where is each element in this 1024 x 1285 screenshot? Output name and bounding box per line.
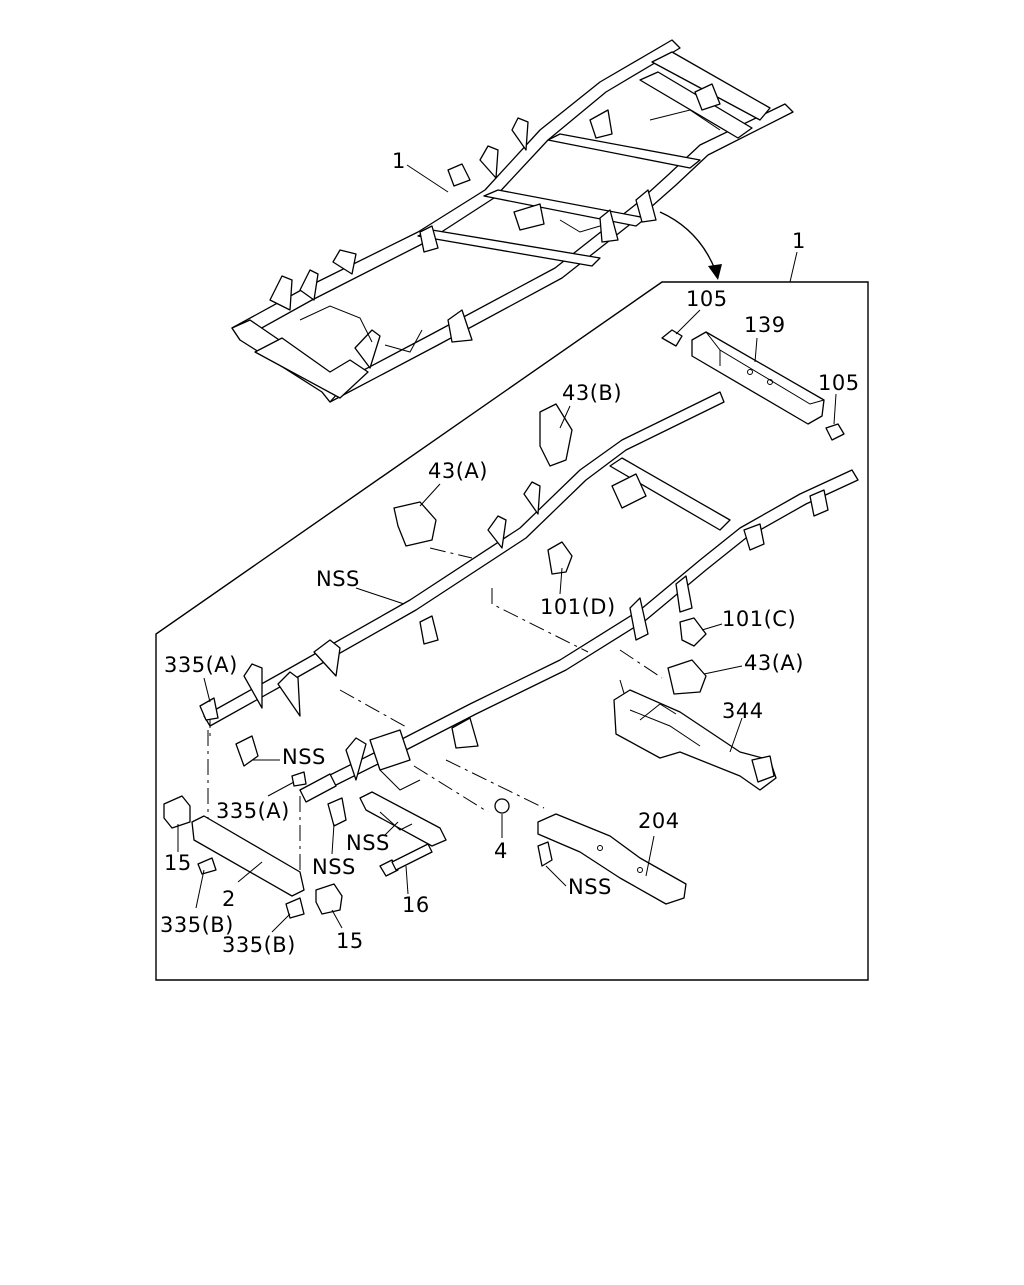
part-16-bolt — [379, 843, 433, 877]
callout-101c: 101(C) — [722, 607, 796, 631]
part-nss-bracket — [235, 735, 259, 767]
callout-15-right: 15 — [336, 929, 364, 953]
callout-335b-mid: 335(B) — [222, 933, 296, 957]
leader-line — [645, 835, 655, 877]
part-101c-bracket — [679, 617, 707, 647]
callout-139: 139 — [744, 313, 786, 337]
part-nss-plate-bolt — [537, 841, 553, 867]
callout-nss-rail: NSS — [316, 567, 360, 591]
callout-nss-hanger: NSS — [346, 831, 390, 855]
leader-line — [419, 483, 441, 507]
leader-line — [703, 665, 743, 675]
part-43a-right-bracket — [667, 659, 707, 695]
part-105-right — [825, 423, 845, 441]
leader-line — [833, 393, 837, 425]
callout-335a-mid: 335(A) — [216, 799, 290, 823]
part-335a-top — [199, 697, 219, 721]
part-15-left-block — [163, 795, 191, 829]
part-nss-bolt-bracket — [327, 797, 347, 827]
leader-line — [406, 164, 449, 193]
leader-line — [355, 587, 405, 605]
callout-2: 2 — [222, 887, 236, 911]
callout-335a-top: 335(A) — [164, 653, 238, 677]
leader-line — [331, 823, 335, 855]
callout-43b: 43(B) — [562, 381, 622, 405]
part-204-plate — [537, 813, 687, 905]
callout-335b-left: 335(B) — [160, 913, 234, 937]
callout-43a-right: 43(A) — [744, 651, 804, 675]
leader-line — [203, 677, 211, 703]
callout-344: 344 — [722, 699, 764, 723]
leader-line — [559, 405, 571, 429]
callout-4: 4 — [494, 839, 508, 863]
part-335a-mid — [291, 771, 307, 787]
leader-line — [754, 337, 758, 363]
leader-line — [729, 717, 743, 753]
part-101d-bracket — [547, 541, 573, 575]
callout-16: 16 — [402, 893, 430, 917]
part-335b-left — [197, 857, 217, 875]
part-4-nut — [494, 798, 510, 814]
part-15-right-block — [315, 883, 343, 915]
callout-204: 204 — [638, 809, 680, 833]
exploded-frame-assembly — [203, 391, 859, 803]
part-105-left — [661, 329, 683, 347]
callout-105-left: 105 — [686, 287, 728, 311]
callout-nss-bolt: NSS — [312, 855, 356, 879]
part-335b-mid — [285, 897, 305, 919]
callout-101d: 101(D) — [540, 595, 616, 619]
leader-line — [701, 623, 723, 631]
leader-line — [271, 913, 291, 933]
part-2-crossmember — [191, 815, 305, 897]
callout-nss-plate: NSS — [568, 875, 612, 899]
leader-line — [267, 781, 295, 797]
leader-line — [195, 869, 205, 909]
part-344-crossmember — [613, 689, 777, 791]
callout-15-left: 15 — [164, 851, 192, 875]
part-139-crossmember — [691, 331, 825, 425]
overview-frame — [231, 39, 794, 403]
leader-line — [331, 909, 343, 929]
callout-overview-frame: 1 — [392, 149, 406, 173]
leader-line — [559, 567, 563, 595]
callout-nss-bracket: NSS — [282, 745, 326, 769]
leader-line — [789, 251, 798, 283]
callout-105-right: 105 — [818, 371, 860, 395]
callout-exploded-frame: 1 — [792, 229, 806, 253]
leader-line — [545, 865, 567, 887]
leader-line — [405, 865, 409, 895]
callout-43a-top: 43(A) — [428, 459, 488, 483]
exploded-view-border — [155, 281, 869, 981]
leader-line — [383, 821, 399, 837]
leader-line — [675, 309, 701, 335]
leader-line — [237, 861, 263, 883]
part-43a-top-bracket — [393, 501, 437, 547]
part-nss-hanger — [359, 791, 447, 847]
